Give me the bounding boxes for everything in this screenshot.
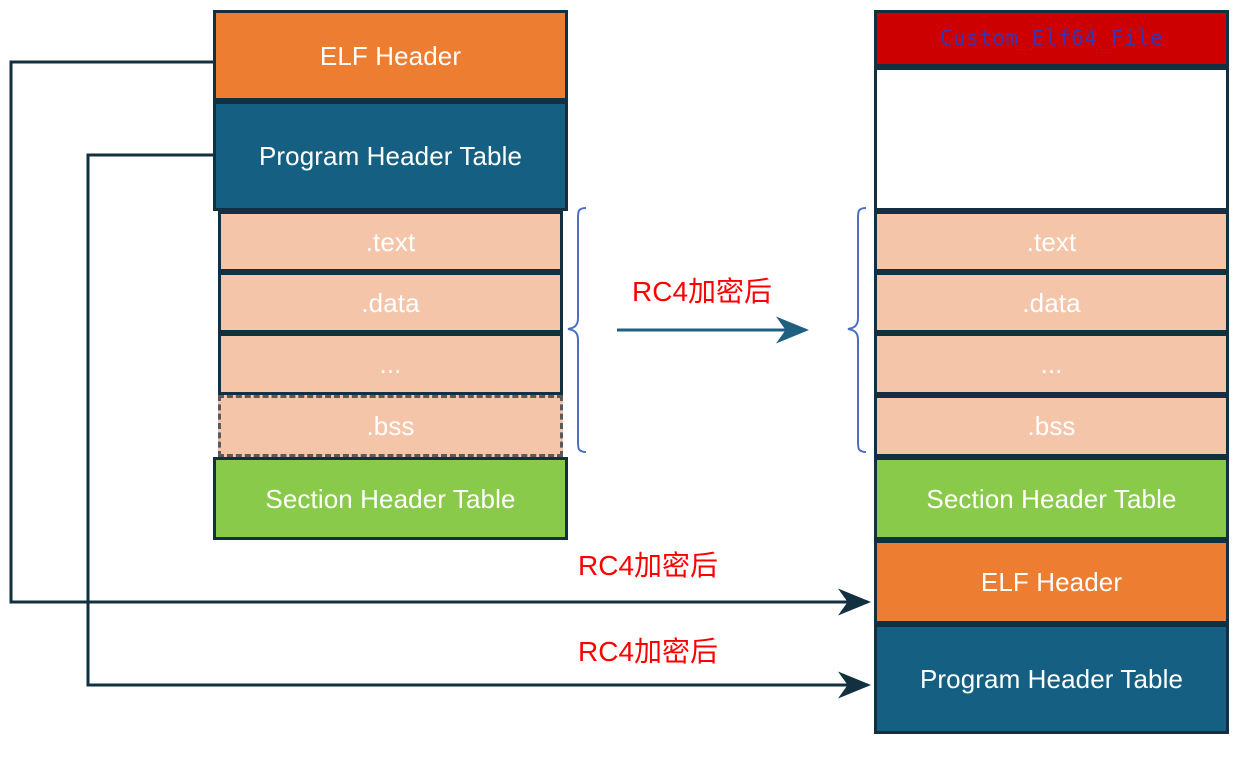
program-header-arrow-label: RC4加密后 xyxy=(578,636,719,667)
right-block-custom-title[interactable]: Custom_Elf64_File xyxy=(874,10,1229,67)
right-block-bss-section-label: .bss xyxy=(1027,411,1076,441)
left-block-ellipsis-section[interactable]: ... xyxy=(218,333,563,395)
original-elf-file-stack: ELF Header Program Header Table .text .d… xyxy=(213,10,568,540)
right-block-elf-header[interactable]: ELF Header xyxy=(874,540,1229,624)
left-block-section-header-table[interactable]: Section Header Table xyxy=(213,457,568,540)
left-block-text-section-label: .text xyxy=(365,226,416,257)
right-block-bss-section[interactable]: .bss xyxy=(874,395,1229,457)
right-block-ellipsis-section[interactable]: ... xyxy=(874,333,1229,395)
left-block-data-section[interactable]: .data xyxy=(218,272,563,333)
left-block-elf-header-label: ELF Header xyxy=(319,40,462,71)
right-block-custom-title-label: Custom_Elf64_File xyxy=(939,26,1164,50)
right-block-ellipsis-section-label: ... xyxy=(1040,349,1063,379)
right-block-section-header-table[interactable]: Section Header Table xyxy=(874,457,1229,540)
left-block-program-header-table[interactable]: Program Header Table xyxy=(213,101,568,211)
right-block-text-section-label: .text xyxy=(1026,226,1077,257)
left-block-program-header-table-label: Program Header Table xyxy=(258,141,523,171)
left-block-elf-header[interactable]: ELF Header xyxy=(213,10,568,101)
right-block-data-section[interactable]: .data xyxy=(874,272,1229,333)
right-block-section-header-table-label: Section Header Table xyxy=(926,483,1177,514)
right-block-elf-header-label: ELF Header xyxy=(980,567,1123,597)
right-block-empty-region[interactable] xyxy=(874,67,1229,211)
right-sections-brace xyxy=(847,207,867,453)
elf-header-arrow-label: RC4加密后 xyxy=(578,550,719,581)
left-block-ellipsis-section-label: ... xyxy=(379,349,402,379)
right-block-program-header-table-label: Program Header Table xyxy=(919,664,1184,694)
left-block-bss-section-label: .bss xyxy=(366,411,415,441)
left-block-section-header-table-label: Section Header Table xyxy=(265,483,516,514)
left-block-text-section[interactable]: .text xyxy=(218,211,563,272)
left-block-data-section-label: .data xyxy=(361,287,420,318)
sections-arrow-label: RC4加密后 xyxy=(632,276,773,307)
right-block-program-header-table[interactable]: Program Header Table xyxy=(874,624,1229,734)
right-block-data-section-label: .data xyxy=(1022,287,1081,318)
custom-elf64-file-stack: Custom_Elf64_File .text .data ... .bss S… xyxy=(874,10,1229,734)
left-sections-brace xyxy=(567,207,587,453)
right-block-text-section[interactable]: .text xyxy=(874,211,1229,272)
left-block-bss-section[interactable]: .bss xyxy=(218,395,563,457)
